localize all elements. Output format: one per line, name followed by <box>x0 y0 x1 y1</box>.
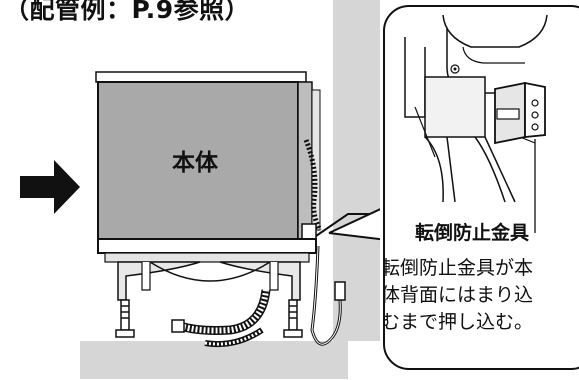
drain-hose <box>178 289 271 335</box>
detail-callout: 転倒防止金具 転倒防止金具が本 体背面にはまり込 むまで押し込む。 <box>383 5 579 370</box>
instruction-line: 体背面にはまり込 <box>383 284 534 306</box>
stand-frame <box>117 261 201 301</box>
unit-top-edge <box>95 71 307 83</box>
power-plug <box>334 281 346 301</box>
installation-drawing <box>20 71 380 348</box>
instruction-line: むまで押し込む。 <box>383 311 534 333</box>
bracket-detail-drawing <box>404 14 548 233</box>
stand-beam <box>97 238 317 254</box>
page-caption: （配管例：P.9参照） <box>4 0 251 24</box>
anti-tip-bracket-label: 転倒防止金具 <box>415 222 530 244</box>
instruction-line: 転倒防止金具が本 <box>383 257 534 279</box>
main-unit-label: 本体 <box>172 150 218 176</box>
push-arrow-icon <box>20 160 80 214</box>
floor <box>80 341 348 379</box>
rear-hose <box>303 139 323 232</box>
adjuster-foot <box>115 299 303 338</box>
